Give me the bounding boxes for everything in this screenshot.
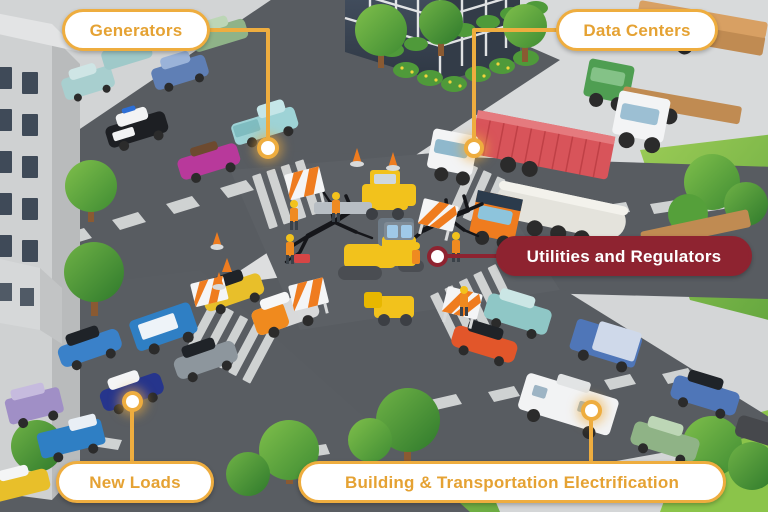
magenta-convertible bbox=[177, 141, 241, 183]
callout-building-label: Building & Transportation Electrificatio… bbox=[344, 472, 680, 492]
callout-new-loads-label: New Loads bbox=[89, 472, 181, 492]
yellow-car-bl bbox=[0, 464, 51, 503]
teal-minivan bbox=[483, 288, 552, 339]
teal-pickup bbox=[231, 99, 299, 148]
white-semi-truck bbox=[612, 90, 671, 154]
callout-utilities-and-regulators[interactable]: Utilities and Regulators bbox=[496, 236, 752, 276]
callout-utilities-label: Utilities and Regulators bbox=[526, 246, 722, 266]
police-car bbox=[105, 105, 169, 151]
callout-data-centers-label: Data Centers bbox=[583, 20, 691, 40]
connector-generators bbox=[208, 28, 270, 150]
yellow-machine-corner bbox=[382, 184, 416, 206]
callout-generators[interactable]: Generators bbox=[62, 9, 210, 51]
red-container-truck bbox=[470, 110, 616, 180]
anchor-dot-data-centers[interactable] bbox=[464, 138, 484, 158]
callout-data-centers[interactable]: Data Centers bbox=[556, 9, 718, 51]
anchor-dot-utilities[interactable] bbox=[427, 246, 448, 267]
anchor-dot-generators[interactable] bbox=[257, 137, 279, 159]
white-tanker-truck bbox=[495, 180, 629, 247]
green-wagon bbox=[630, 415, 700, 465]
blue-hatchback bbox=[57, 325, 122, 371]
callout-new-loads[interactable]: New Loads bbox=[56, 461, 214, 503]
blue-box-van bbox=[129, 302, 198, 355]
callout-building-transportation-electrification[interactable]: Building & Transportation Electrificatio… bbox=[298, 461, 726, 503]
dark-car-br bbox=[735, 415, 768, 450]
grey-sedan bbox=[173, 337, 238, 383]
road-construction bbox=[190, 148, 484, 329]
connector-data-centers bbox=[472, 28, 558, 150]
blue-wagon bbox=[670, 369, 740, 419]
low-grey-building bbox=[0, 259, 62, 344]
blue-truck-bl bbox=[36, 413, 106, 463]
traffic-cones bbox=[210, 148, 400, 290]
purple-jeep bbox=[4, 382, 64, 429]
yellow-machine-left bbox=[382, 222, 416, 266]
blue-delivery-truck bbox=[569, 318, 643, 373]
excavator bbox=[364, 292, 414, 326]
anchor-dot-building[interactable] bbox=[581, 400, 602, 421]
anchor-dot-new-loads[interactable] bbox=[122, 391, 143, 412]
callout-generators-label: Generators bbox=[89, 20, 183, 40]
orange-sedan bbox=[451, 319, 518, 367]
